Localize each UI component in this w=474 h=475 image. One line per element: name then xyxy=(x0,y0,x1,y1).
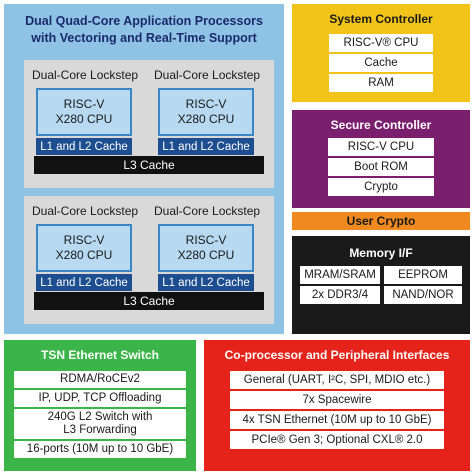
lockstep-label: Dual-Core Lockstep xyxy=(154,204,261,218)
cpu-label-line-1: RISC-V xyxy=(63,233,105,247)
cpu-core: RISC-V X280 CPU xyxy=(36,224,132,272)
tsn-ethernet-box: 4x TSN Ethernet (10M up to 10 GbE) xyxy=(230,411,444,429)
pcie-box: PCIe® Gen 3; Optional CXL® 2.0 xyxy=(230,431,444,449)
l1-l2-cache: L1 and L2 Cache xyxy=(36,274,132,291)
l2-switch-box: 240G L2 Switch with L3 Forwarding xyxy=(14,409,186,439)
system-ram-box: RAM xyxy=(329,74,433,92)
ddr-box: 2x DDR3/4 xyxy=(300,286,380,304)
memory-interface-block: Memory I/F MRAM/SRAM EEPROM 2x DDR3/4 NA… xyxy=(292,236,470,334)
ports-box: 16-ports (10M up to 10 GbE) xyxy=(14,441,186,458)
boot-rom-box: Boot ROM xyxy=(328,158,434,176)
system-cpu-box: RISC-V® CPU xyxy=(329,34,433,52)
spacewire-box: 7x Spacewire xyxy=(230,391,444,409)
system-controller-title: System Controller xyxy=(329,12,433,26)
rdma-box: RDMA/RoCEv2 xyxy=(14,371,186,388)
cpu-label-line-1: RISC-V xyxy=(185,97,227,111)
secure-controller-block: Secure Controller RISC-V CPU Boot ROM Cr… xyxy=(292,110,470,208)
system-cache-box: Cache xyxy=(329,54,433,72)
lockstep-label: Dual-Core Lockstep xyxy=(32,68,139,82)
l2-switch-line-2: L3 Forwarding xyxy=(63,424,137,436)
general-interfaces-box: General (UART, I²C, SPI, MDIO etc.) xyxy=(230,371,444,389)
user-crypto-block: User Crypto xyxy=(292,212,470,230)
nand-nor-box: NAND/NOR xyxy=(384,286,462,304)
l1-l2-cache: L1 and L2 Cache xyxy=(158,274,254,291)
title-line-1: Dual Quad-Core Application Processors xyxy=(25,14,263,28)
l2-switch-line-1: 240G L2 Switch with xyxy=(47,411,153,423)
mram-sram-box: MRAM/SRAM xyxy=(300,266,380,284)
l3-cache: L3 Cache xyxy=(34,292,264,310)
title-line-2: with Vectoring and Real-Time Support xyxy=(31,31,257,45)
application-processors-title: Dual Quad-Core Application Processors wi… xyxy=(4,13,284,47)
l3-cache: L3 Cache xyxy=(34,156,264,174)
application-processors-block: Dual Quad-Core Application Processors wi… xyxy=(4,4,284,334)
coprocessor-block: Co-processor and Peripheral Interfaces G… xyxy=(204,340,470,471)
cpu-core: RISC-V X280 CPU xyxy=(158,88,254,136)
cpu-label-line-1: RISC-V xyxy=(185,233,227,247)
lockstep-label: Dual-Core Lockstep xyxy=(154,68,261,82)
user-crypto-title: User Crypto xyxy=(346,214,416,228)
l1-l2-cache: L1 and L2 Cache xyxy=(158,138,254,155)
crypto-box: Crypto xyxy=(328,178,434,196)
cpu-label-line-2: X280 CPU xyxy=(177,112,235,126)
secure-controller-title: Secure Controller xyxy=(330,118,432,132)
lockstep-label: Dual-Core Lockstep xyxy=(32,204,139,218)
cpu-label-line-2: X280 CPU xyxy=(55,248,113,262)
lockstep-cluster: Dual-Core Lockstep Dual-Core Lockstep RI… xyxy=(24,196,274,324)
tsn-ethernet-switch-block: TSN Ethernet Switch RDMA/RoCEv2 IP, UDP,… xyxy=(4,340,196,471)
l1-l2-cache: L1 and L2 Cache xyxy=(36,138,132,155)
cpu-label-line-1: RISC-V xyxy=(63,97,105,111)
secure-cpu-box: RISC-V CPU xyxy=(328,138,434,156)
lockstep-cluster: Dual-Core Lockstep Dual-Core Lockstep RI… xyxy=(24,60,274,188)
cpu-label-line-2: X280 CPU xyxy=(177,248,235,262)
cpu-core: RISC-V X280 CPU xyxy=(36,88,132,136)
ip-udp-tcp-box: IP, UDP, TCP Offloading xyxy=(14,390,186,407)
eeprom-box: EEPROM xyxy=(384,266,462,284)
coprocessor-title: Co-processor and Peripheral Interfaces xyxy=(224,348,450,362)
cpu-label-line-2: X280 CPU xyxy=(55,112,113,126)
memory-interface-title: Memory I/F xyxy=(349,246,413,260)
tsn-switch-title: TSN Ethernet Switch xyxy=(40,348,159,362)
cpu-core: RISC-V X280 CPU xyxy=(158,224,254,272)
system-controller-block: System Controller RISC-V® CPU Cache RAM xyxy=(292,4,470,102)
